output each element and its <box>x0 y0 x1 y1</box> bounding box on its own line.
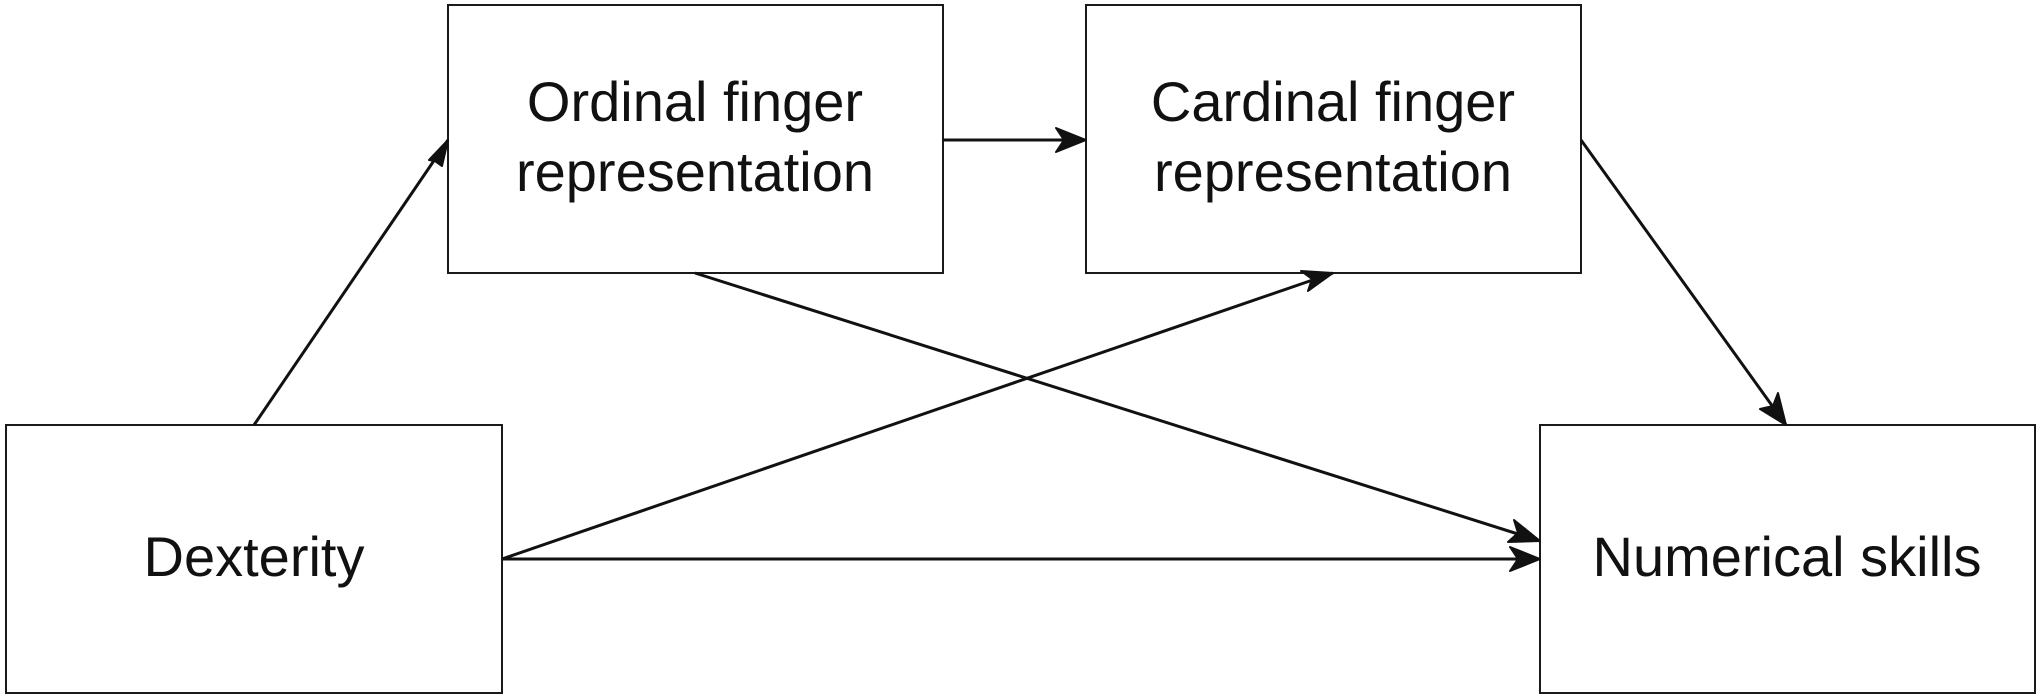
arrowhead-dexterity-to-cardinal <box>1300 270 1334 292</box>
node-box <box>1539 424 2036 694</box>
edge-dexterity-to-ordinal <box>252 139 450 426</box>
node-cardinal-finger-representation: Cardinal finger representation <box>1085 4 1582 274</box>
arrowhead-ordinal-to-numerical <box>1507 519 1541 543</box>
arrowhead-dexterity-to-ordinal-wing <box>428 139 449 162</box>
arrowhead-dexterity-to-numerical <box>1509 546 1541 572</box>
arrowhead-cardinal-to-numerical <box>1759 392 1787 426</box>
arrowhead-ordinal-to-cardinal <box>1055 127 1087 153</box>
edge-ordinal-to-numerical <box>694 271 1541 543</box>
node-label-line-2: representation <box>516 140 874 203</box>
node-label: Numerical skills <box>1593 525 1982 588</box>
node-label-line-1: Ordinal finger <box>527 70 863 133</box>
node-dexterity: Dexterity <box>5 424 503 694</box>
node-box <box>1085 4 1582 274</box>
node-label: Dexterity <box>144 525 365 588</box>
node-box <box>447 4 944 274</box>
node-label-line-2: representation <box>1154 140 1512 203</box>
node-ordinal-finger-representation: Ordinal finger representation <box>447 4 944 274</box>
node-numerical-skills: Numerical skills <box>1539 424 2036 694</box>
edges <box>252 127 1788 572</box>
node-label-line-1: Cardinal finger <box>1151 70 1515 133</box>
edge-cardinal-to-numerical <box>1579 139 1788 426</box>
edge-dexterity-to-cardinal <box>501 271 1334 561</box>
